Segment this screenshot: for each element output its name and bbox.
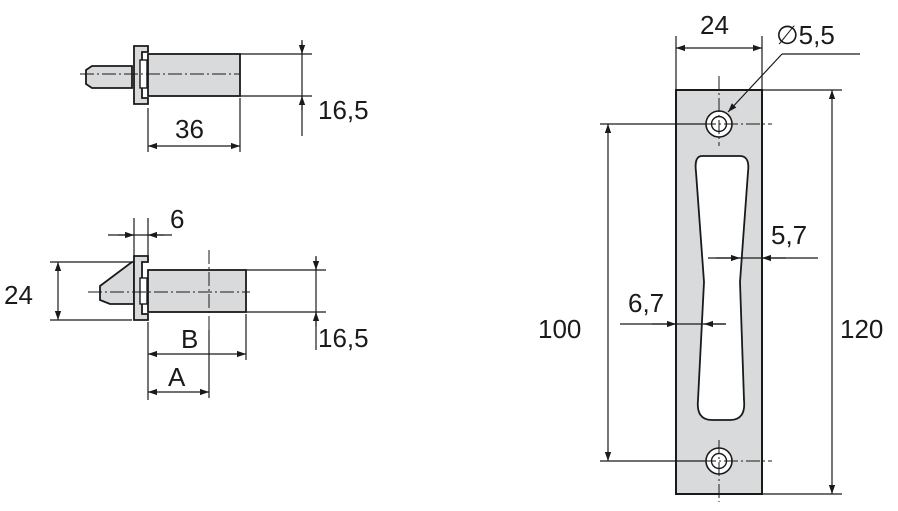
dim-label-36: 36 xyxy=(175,114,204,144)
dim-label-diameter: ∅5,5 xyxy=(776,20,835,50)
dim-label-120: 120 xyxy=(840,314,883,344)
dim-label-b: B xyxy=(181,324,198,354)
dim-label-16-5: 16,5 xyxy=(318,323,369,353)
leader-line xyxy=(727,53,783,113)
latch-top-view: 36 16,5 xyxy=(80,40,369,152)
dim-label-24: 24 xyxy=(4,280,33,310)
strike-plate-view: 24 ∅5,5 100 120 5,7 6,7 xyxy=(538,10,883,502)
latch-bolt-tip xyxy=(85,65,133,89)
dim-label-a: A xyxy=(168,362,186,392)
dim-label-100: 100 xyxy=(538,314,581,344)
latch-body xyxy=(147,269,247,313)
dim-label-6-7: 6,7 xyxy=(628,288,664,318)
latch-side-view: 6 24 16,5 B A xyxy=(4,204,369,400)
dim-label-5-7: 5,7 xyxy=(771,220,807,250)
latch-slot xyxy=(139,277,148,305)
latch-body xyxy=(147,53,241,97)
dim-label-6: 6 xyxy=(170,204,184,234)
plate-slot xyxy=(694,155,750,421)
latch-bolt-wedge xyxy=(99,261,135,305)
dim-label-16-5: 16,5 xyxy=(318,95,369,125)
dim-label-24: 24 xyxy=(700,10,729,40)
